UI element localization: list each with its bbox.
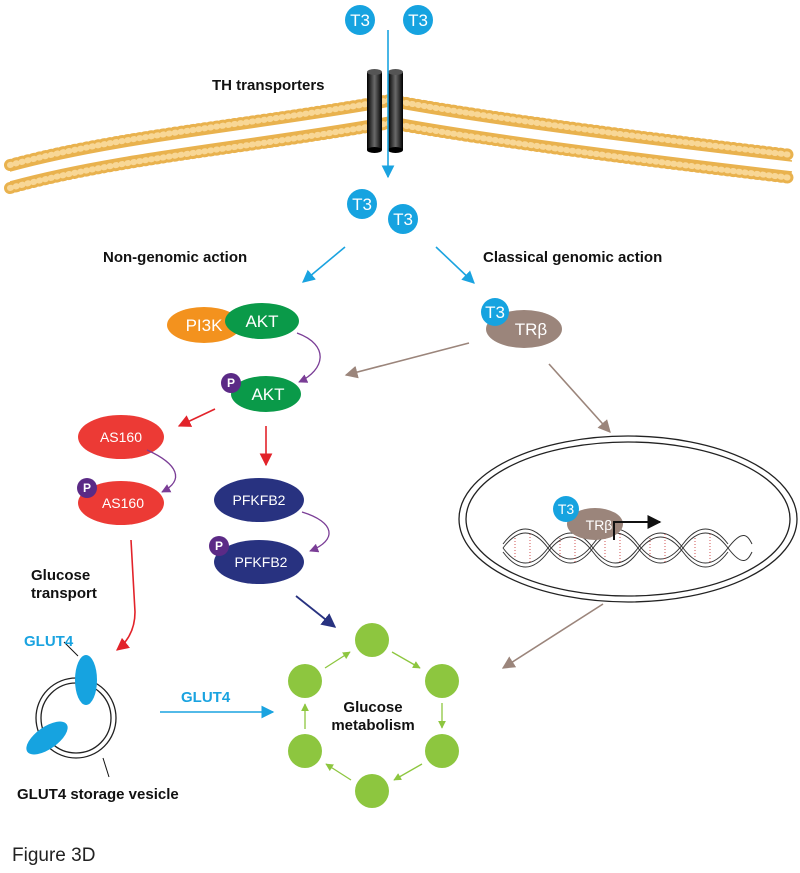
svg-text:T3: T3 xyxy=(393,210,413,229)
figure-caption: Figure 3D xyxy=(12,845,96,866)
metabolite-node-lower-left xyxy=(288,734,322,768)
glut4-storage-vesicle-label: GLUT4 storage vesicle xyxy=(17,786,179,803)
svg-text:P: P xyxy=(215,539,223,553)
t3-molecule-inside-2: T3 xyxy=(388,204,418,234)
metabolite-node-upper-right xyxy=(425,664,459,698)
transcription-start-arrow xyxy=(613,515,662,540)
svg-text:AKT: AKT xyxy=(245,312,278,331)
t3-signaling-diagram: TH transporters T3 T3 T3 T3 Non-genomic … xyxy=(4,5,798,808)
svg-text:T3: T3 xyxy=(350,11,370,30)
th-transporter xyxy=(367,69,403,153)
svg-text:T3: T3 xyxy=(558,501,575,517)
glucose-transport-label-2: transport xyxy=(31,585,97,602)
svg-text:PI3K: PI3K xyxy=(186,316,224,335)
glut4-label: GLUT4 xyxy=(24,633,74,650)
trb-to-nucleus-arrow xyxy=(548,363,611,433)
t3-bound-trb: T3 xyxy=(481,298,509,326)
nuclear-trb-node: TRβ xyxy=(567,508,623,540)
phospho-as160-node: AS160 xyxy=(78,481,164,525)
dna-helix xyxy=(502,528,753,568)
svg-text:T3: T3 xyxy=(408,11,428,30)
classical-genomic-action-label: Classical genomic action xyxy=(483,249,662,266)
metabolite-node-bottom xyxy=(355,774,389,808)
glucose-metabolism-label-2: metabolism xyxy=(331,717,414,734)
vesicle-pointer-line xyxy=(102,757,110,778)
svg-text:P: P xyxy=(83,481,91,495)
svg-text:AKT: AKT xyxy=(251,385,284,404)
as160-phosphorylation-arrow xyxy=(146,449,177,493)
glut4-arrow-label: GLUT4 xyxy=(181,689,231,706)
t3-molecule-outside-1: T3 xyxy=(345,5,375,35)
akt-node: AKT xyxy=(225,303,299,339)
trb-to-nongenomic-arrow xyxy=(344,342,470,379)
nuclear-t3-molecule: T3 xyxy=(553,496,579,522)
pfkfb2-to-metabolism-arrow xyxy=(295,595,337,628)
as160-phospho-badge: P xyxy=(77,478,97,498)
genomic-arrow xyxy=(435,246,475,284)
phospho-akt-node: AKT xyxy=(231,376,301,412)
metabolite-node-lower-right xyxy=(425,734,459,768)
svg-text:T3: T3 xyxy=(485,303,505,322)
akt-phospho-badge: P xyxy=(221,373,241,393)
glucose-transport-label-1: Glucose xyxy=(31,567,90,584)
svg-text:AS160: AS160 xyxy=(102,495,144,511)
non-genomic-arrow xyxy=(302,246,346,283)
phospho-pfkfb2-node: PFKFB2 xyxy=(214,540,304,584)
svg-text:P: P xyxy=(227,376,235,390)
non-genomic-action-label: Non-genomic action xyxy=(103,249,247,266)
glucose-metabolism-label-1: Glucose xyxy=(343,699,402,716)
metabolite-node-top xyxy=(355,623,389,657)
akt-to-as160-arrow xyxy=(177,408,216,427)
svg-text:PFKFB2: PFKFB2 xyxy=(235,554,288,570)
metabolite-node-upper-left xyxy=(288,664,322,698)
pfkfb2-phospho-badge: P xyxy=(209,536,229,556)
svg-text:TRβ: TRβ xyxy=(515,320,548,339)
as160-node: AS160 xyxy=(78,415,164,459)
th-transporters-label: TH transporters xyxy=(212,77,325,94)
nucleus xyxy=(458,435,798,603)
glut4-transporter-bottom xyxy=(26,721,68,755)
as160-to-glut4-arrow xyxy=(116,539,136,651)
svg-text:TRβ: TRβ xyxy=(586,517,613,533)
pi3k-node: PI3K xyxy=(167,307,241,343)
akt-phosphorylation-arrow xyxy=(296,332,321,383)
pfkfb2-phosphorylation-arrow xyxy=(301,511,330,553)
svg-text:T3: T3 xyxy=(352,195,372,214)
glut4-pointer-line xyxy=(63,641,79,657)
t3-molecule-outside-2: T3 xyxy=(403,5,433,35)
pfkfb2-node: PFKFB2 xyxy=(214,478,304,522)
glut4-transporter-top xyxy=(75,655,97,705)
svg-text:PFKFB2: PFKFB2 xyxy=(233,492,286,508)
glucose-metabolism-cycle xyxy=(288,623,459,808)
t3-molecule-inside-1: T3 xyxy=(347,189,377,219)
svg-text:AS160: AS160 xyxy=(100,429,142,445)
nucleus-to-metabolism-arrow xyxy=(501,603,604,669)
